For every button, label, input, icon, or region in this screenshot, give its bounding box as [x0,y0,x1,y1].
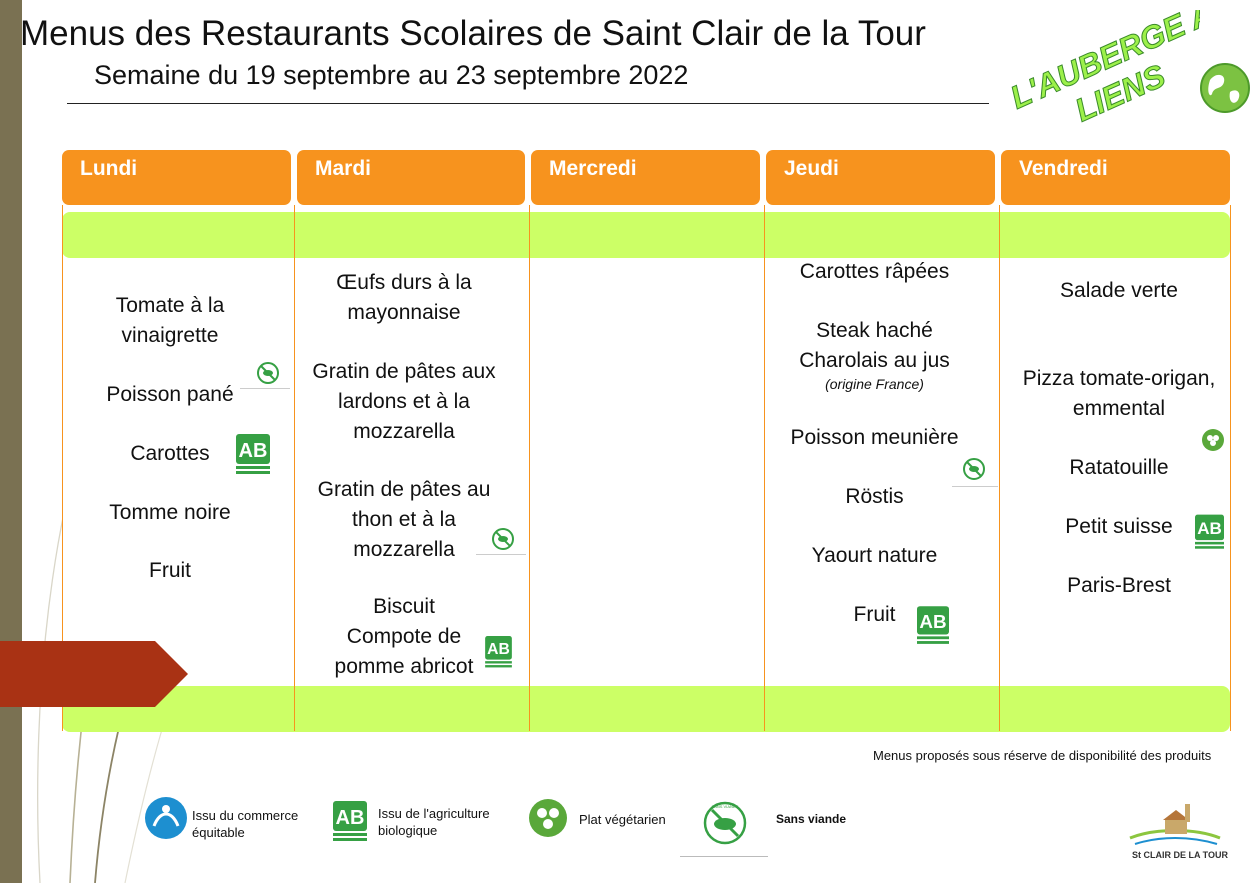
thursday-dish: Röstis [845,485,904,508]
svg-text:SANS VIANDE: SANS VIANDE [712,804,739,809]
title-divider [67,103,989,104]
vegetarian-icon [529,799,567,837]
no-meat-icon [492,528,514,550]
bottom-green-band [62,686,1230,732]
thursday-dish: Poisson meunière [790,426,959,449]
monday-dish: Carottes [130,442,210,465]
day-header-monday: Lundi [62,150,291,205]
side-bar [0,0,22,883]
svg-text:AB: AB [487,641,510,658]
column-divider [999,205,1000,731]
icon-underline [476,554,526,555]
icon-underline [240,388,290,389]
thursday-dish: Yaourt nature [811,544,938,567]
wednesday-cell [531,258,762,686]
legend-vegetarian-label: Plat végétarien [579,812,666,827]
top-green-band [62,212,1230,258]
legend-organic-label: Issu de l'agriculture biologique [378,806,490,838]
origin-note: (origine France) [825,376,924,392]
page-subtitle: Semaine du 19 septembre au 23 septembre … [94,60,689,90]
icon-underline [680,856,768,857]
day-header-wednesday: Mercredi [531,150,760,205]
svg-text:AB: AB [336,807,365,829]
vegetarian-icon [1202,429,1224,451]
monday-dish: Fruit [149,559,191,582]
friday-dish: Petit suisse [1065,515,1173,538]
friday-dish: Paris-Brest [1067,574,1171,597]
decorative-arrow [0,641,188,707]
friday-cell [1001,258,1230,686]
day-header-tuesday: Mardi [297,150,525,205]
svg-text:AB: AB [239,440,268,462]
friday-dish: Pizza tomate-origan,emmental [1022,367,1216,420]
thursday-cell [766,258,997,686]
no-meat-icon [963,458,985,480]
tuesday-cell [297,258,527,686]
friday-dish: Ratatouille [1069,456,1169,479]
icon-underline [952,486,998,487]
column-divider [529,205,530,731]
column-divider [294,205,295,731]
fair-trade-icon [145,797,187,839]
column-divider [764,205,765,731]
monday-dish: Poisson pané [106,383,234,406]
auberge-logo-text: L'AUBERGE A LIENS [1004,10,1200,129]
globe-icon [1200,63,1250,113]
day-header-thursday: Jeudi [766,150,995,205]
no-meat-icon [257,362,279,384]
thursday-dish: Carottes râpées [799,260,950,283]
column-divider [62,205,63,731]
no-meat-icon: SANS VIANDE [703,801,747,845]
legend-no-meat-label: Sans viande [776,812,847,826]
organic-ab-icon: AB [333,801,367,841]
organic-ab-icon: AB [485,636,512,668]
town-logo [1129,804,1221,845]
organic-ab-icon: AB [236,434,270,474]
organic-ab-icon: AB [1195,514,1224,549]
svg-text:AB: AB [1197,519,1222,538]
page-title: Menus des Restaurants Scolaires de Saint… [20,14,926,53]
availability-note: Menus proposés sous réserve de disponibi… [873,748,1212,763]
thursday-dish: Fruit [853,603,896,626]
organic-ab-icon: AB [917,606,949,644]
friday-dish: Salade verte [1060,279,1178,302]
svg-text:AB: AB [919,611,946,632]
monday-dish: Tomme noire [109,501,231,524]
column-divider [1230,205,1231,731]
legend-fair-trade-label: Issu du commerce équitable [192,808,299,840]
day-header-friday: Vendredi [1001,150,1230,205]
town-name: St CLAIR DE LA TOUR [1132,850,1228,860]
